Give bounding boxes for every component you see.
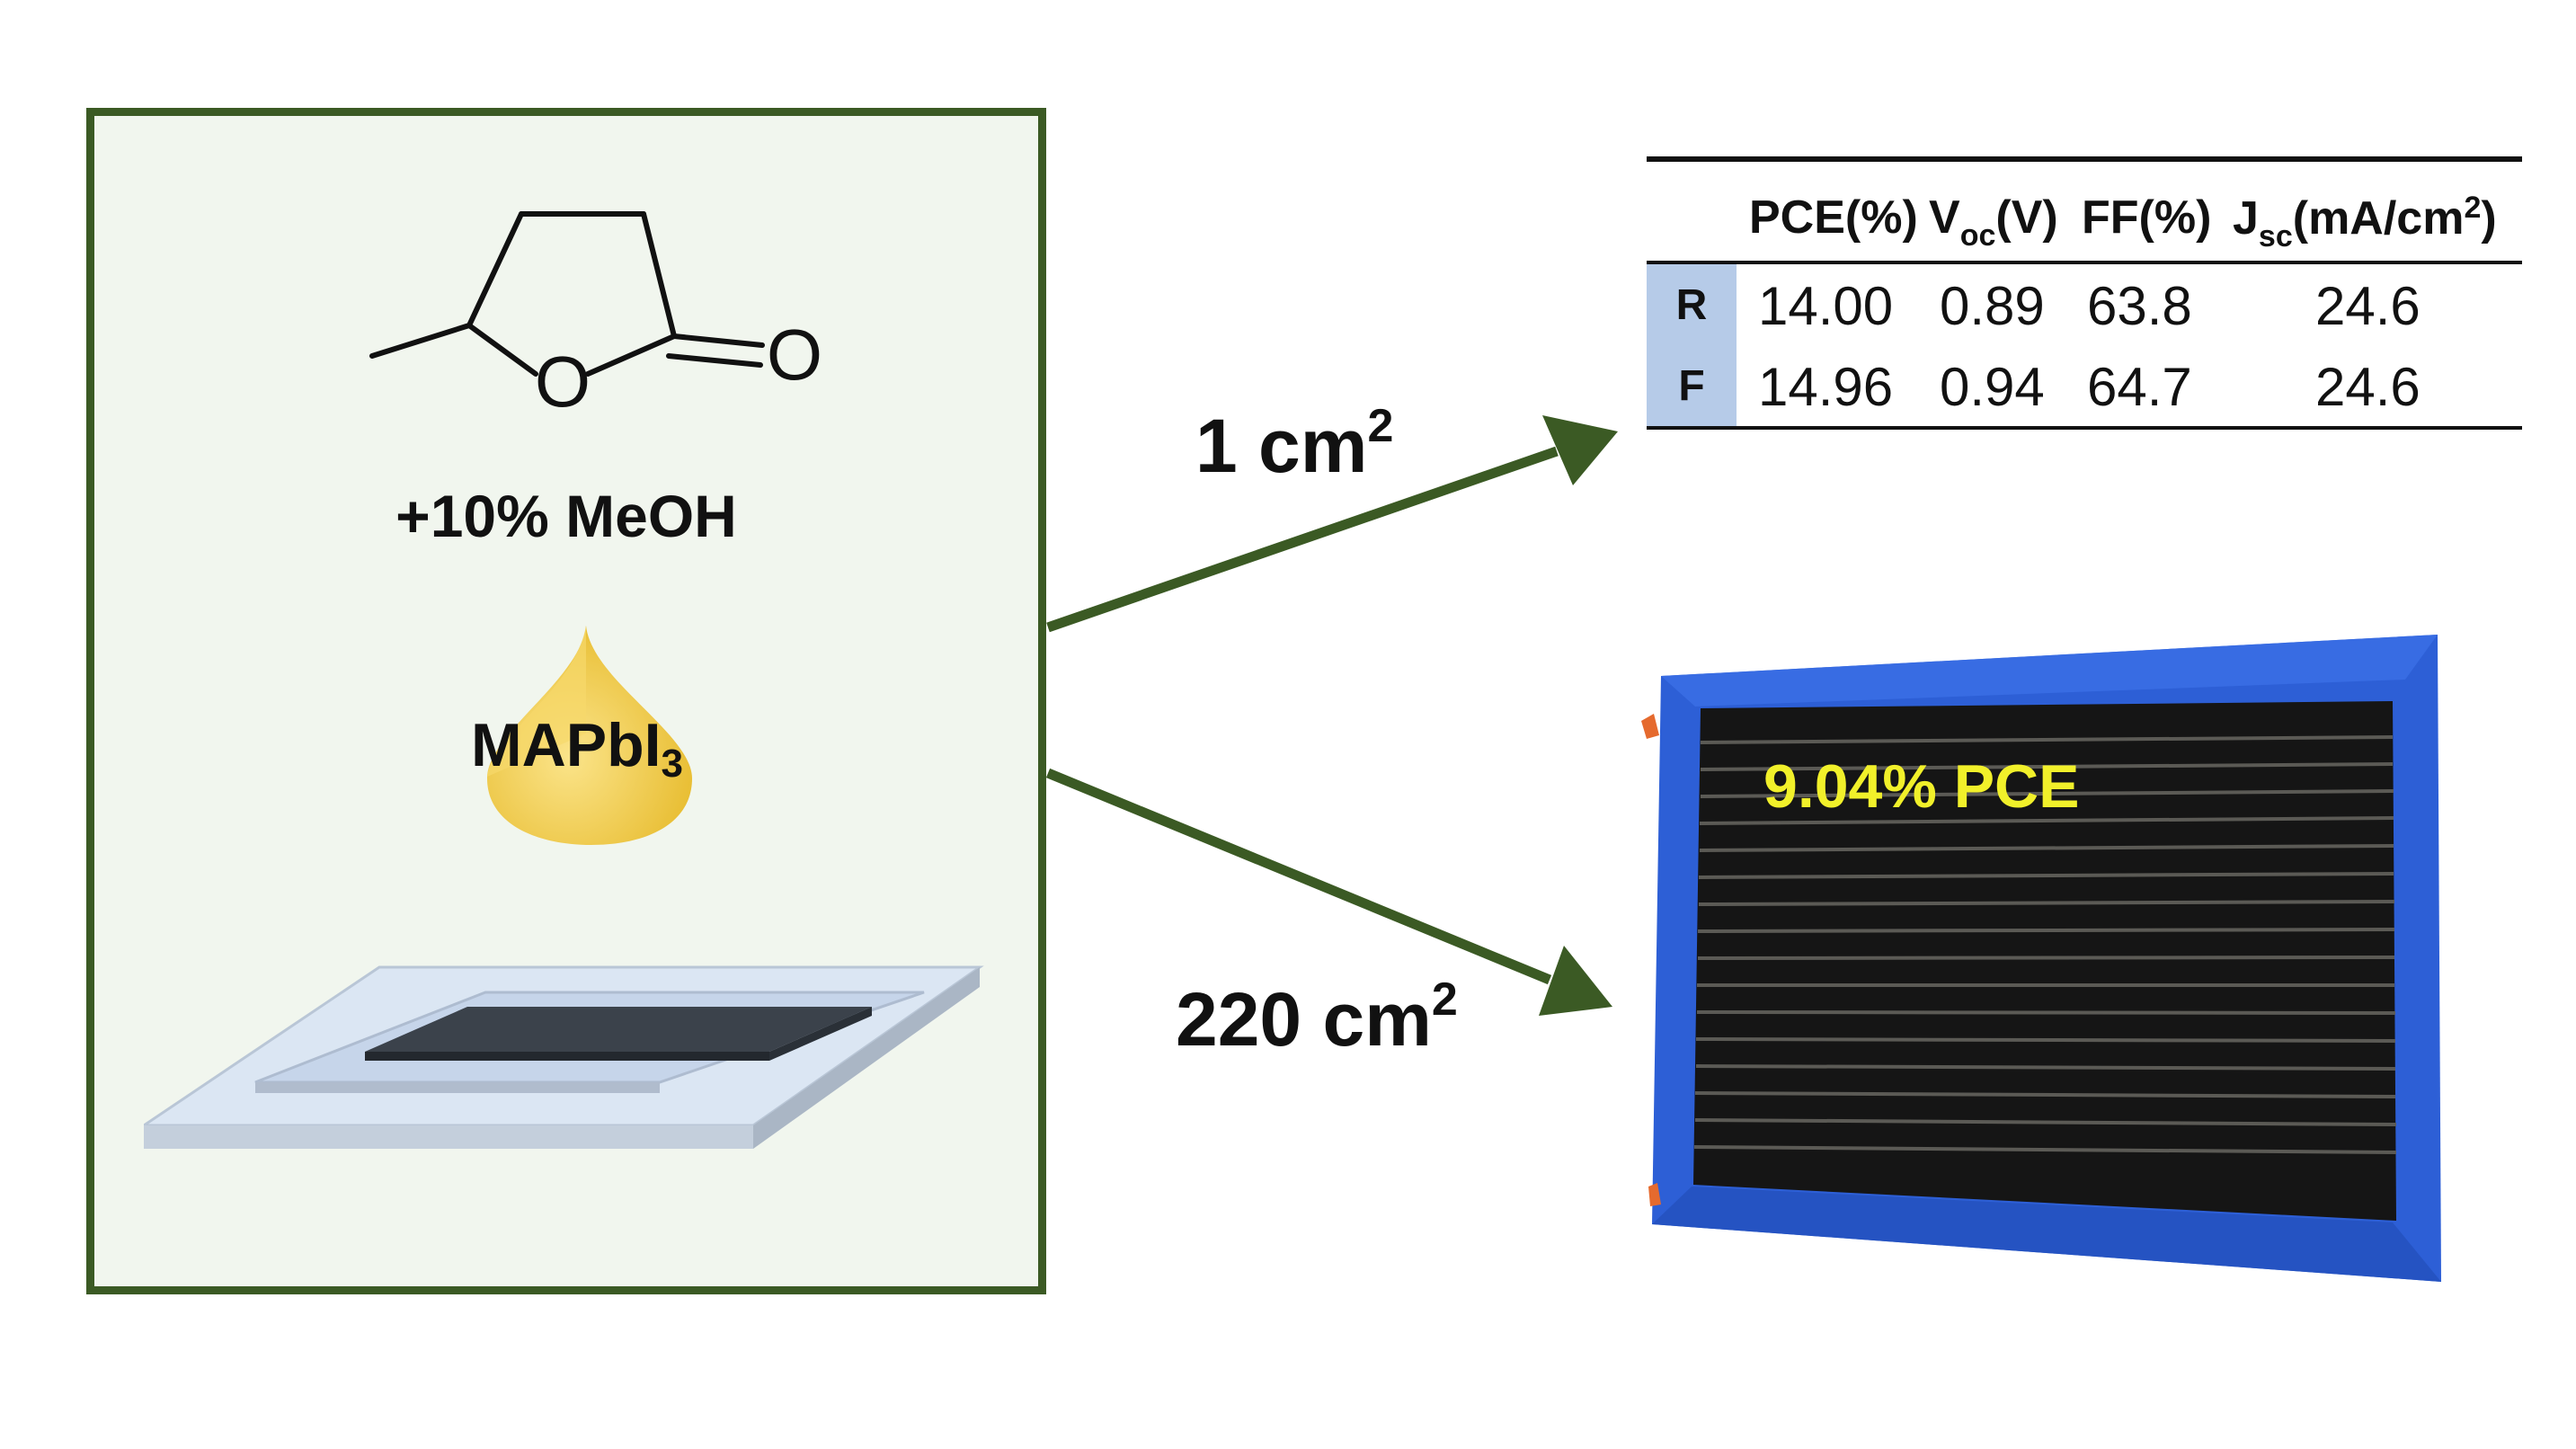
methyl-bond <box>369 323 472 359</box>
cell-jsc: 24.6 <box>2315 357 2421 417</box>
cell-voc: 0.94 <box>1940 357 2045 417</box>
cell-pce: 14.96 <box>1758 357 1894 417</box>
ring-bond-4 <box>466 323 538 377</box>
device-performance-table: PCE(%) Voc(V) FF(%) Jsc(mA/cm2) R 14.00 … <box>1647 156 2522 430</box>
arrowhead-small <box>1542 415 1618 485</box>
row-label-reverse: R <box>1647 264 1737 345</box>
table-row: R 14.00 0.89 63.8 24.6 <box>1647 264 2522 345</box>
header-pce: PCE(%) <box>1749 191 1918 244</box>
ring-bond-1 <box>466 211 524 328</box>
perovskite-film <box>365 1007 872 1052</box>
transport-layer-edge <box>255 1082 660 1093</box>
table-body: R 14.00 0.89 63.8 24.6 F 14.96 0.94 64.7… <box>1647 264 2522 426</box>
cell-voc: 0.89 <box>1940 276 2045 336</box>
table-bottom-rule <box>1647 426 2522 430</box>
substrate-front-edge <box>144 1125 753 1149</box>
substrate-side-edge <box>753 967 980 1149</box>
module-contact-tab <box>1641 714 1659 739</box>
cell-ff: 63.8 <box>2087 276 2192 336</box>
table-top-rule <box>1647 156 2522 162</box>
carbonyl-oxygen-label: O <box>767 315 822 395</box>
header-voc: Voc(V) <box>1929 191 2058 253</box>
carbonyl-bond-a <box>671 333 765 348</box>
module-contact-tab <box>1648 1183 1661 1206</box>
module-subcell-lines <box>1693 735 2397 1154</box>
ring-bond-3 <box>641 211 677 339</box>
ring-bond-5 <box>585 333 677 377</box>
module-pce-label: 9.04% PCE <box>1763 752 2080 821</box>
gamma-valerolactone-structure: O O <box>369 211 822 422</box>
precursor-label: MAPbI3 <box>471 711 684 786</box>
arrow-to-large-module <box>1045 768 1552 985</box>
cell-ff: 64.7 <box>2087 357 2192 417</box>
perovskite-film-side <box>769 1007 872 1061</box>
small-device-area-label: 1 cm2 <box>1195 400 1394 488</box>
ring-oxygen-label: O <box>535 342 591 422</box>
cell-pce: 14.00 <box>1758 276 1894 336</box>
row-label-forward: F <box>1647 345 1737 426</box>
table-header-rule <box>1647 261 2522 264</box>
substrate-illustration <box>144 965 984 1149</box>
arrow-to-small-device <box>1046 446 1559 633</box>
header-ff: FF(%) <box>2082 191 2212 244</box>
solvent-additive-label: +10% MeOH <box>395 483 737 549</box>
arrowhead-large <box>1539 946 1612 1016</box>
module-active-area <box>1693 701 2396 1221</box>
precursor-drop-icon <box>487 626 692 845</box>
header-jsc: Jsc(mA/cm2) <box>2233 191 2497 253</box>
table-header-row: PCE(%) Voc(V) FF(%) Jsc(mA/cm2) <box>1647 162 2522 261</box>
perovskite-film-edge <box>365 1052 769 1061</box>
large-module-area-label: 220 cm2 <box>1176 973 1458 1062</box>
carbonyl-bond-b <box>666 353 763 368</box>
large-module-photo <box>1641 635 2441 1282</box>
table-row: F 14.96 0.94 64.7 24.6 <box>1647 345 2522 426</box>
cell-jsc: 24.6 <box>2315 276 2421 336</box>
